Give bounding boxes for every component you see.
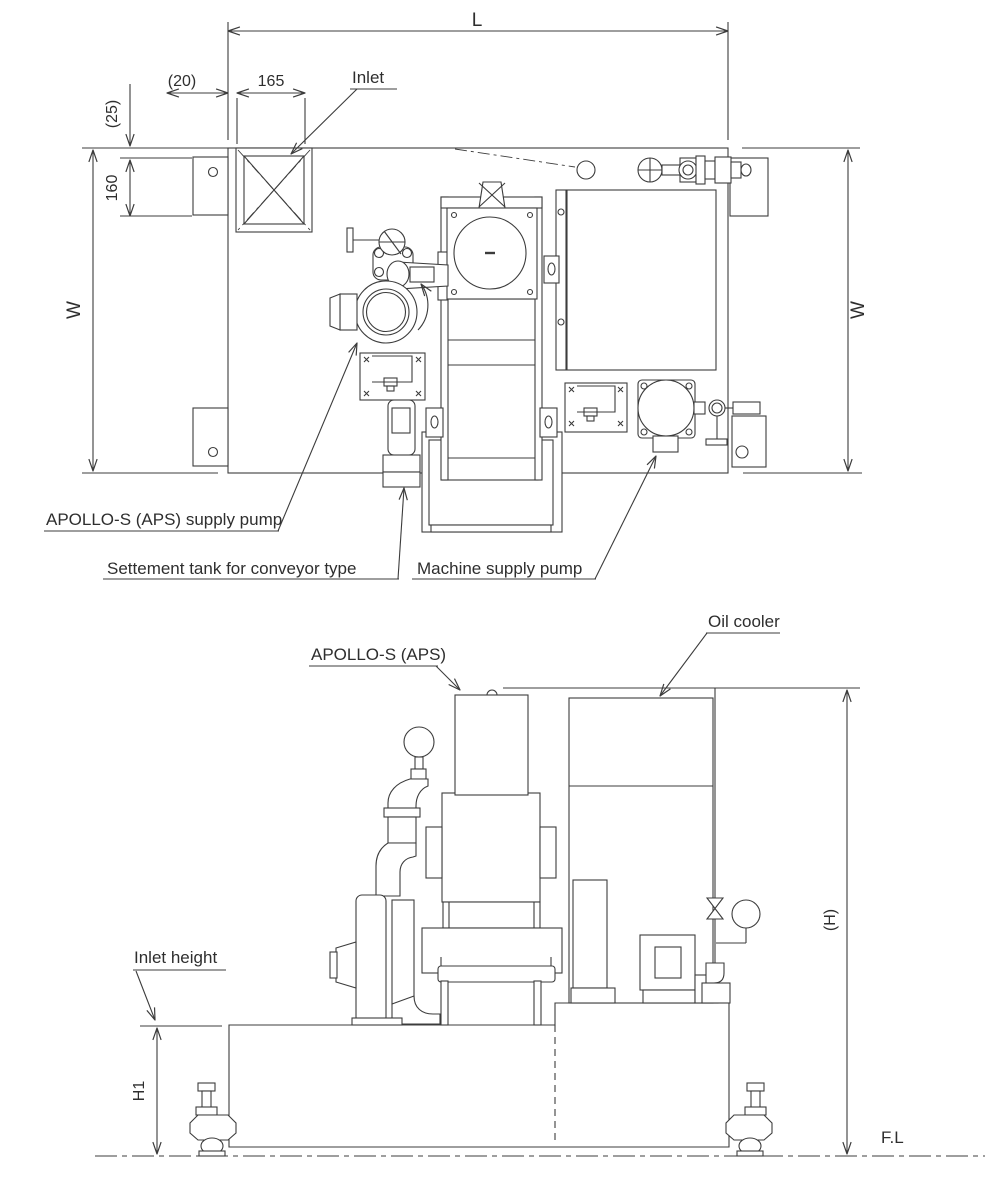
centerline <box>454 148 576 168</box>
label-apollo-front: APOLLO-S (APS) <box>311 645 446 664</box>
pump-mount-plate-left <box>359 352 426 401</box>
label-inlet-height: Inlet height <box>134 948 217 967</box>
dim-165-text: 165 <box>258 73 285 90</box>
conveyor-assembly-top <box>382 181 563 533</box>
dim-25-text: (25) <box>104 100 121 128</box>
label-floor-level: F.L <box>881 1128 904 1147</box>
pump-mount-plate-right <box>564 382 628 433</box>
tank-front <box>228 1002 730 1148</box>
dim-20-165 <box>167 93 306 144</box>
label-apollo-supply-pump: APOLLO-S (APS) supply pump <box>46 510 282 529</box>
leader-settlement-tank <box>103 488 404 580</box>
dim-H-text: (H) <box>822 909 839 931</box>
dim-25-160 <box>120 84 192 217</box>
dim-W-right-text: W <box>848 301 869 319</box>
mounting-bracket-left-top <box>192 156 229 216</box>
drain-valve-assembly-top <box>637 155 752 185</box>
label-settlement-tank: Settement tank for conveyor type <box>107 559 356 578</box>
leader-inlet <box>291 88 397 154</box>
inlet-opening <box>235 147 313 233</box>
dim-20-text: (20) <box>168 73 196 90</box>
mounting-bracket-right-bottom <box>731 415 767 468</box>
top-view-plan <box>44 22 862 580</box>
conveyor-front <box>421 689 563 1026</box>
valve-gauge-front <box>701 688 761 1004</box>
dim-H <box>503 687 860 1154</box>
apollo-pump-front <box>329 726 441 1026</box>
label-oil-cooler: Oil cooler <box>708 612 780 631</box>
leader-inlet-height <box>133 969 226 1020</box>
dim-L-text: L <box>472 10 483 31</box>
dim-H1-text: H1 <box>131 1081 148 1102</box>
dim-W-left <box>82 147 236 474</box>
dim-W-left-text: W <box>64 301 85 319</box>
dim-W-right <box>742 147 862 474</box>
front-view-elevation <box>95 632 985 1157</box>
leader-apollo-pump <box>44 343 357 532</box>
dim-160-text: 160 <box>104 175 121 202</box>
float-hole <box>576 160 596 180</box>
dim-H1 <box>140 1025 222 1154</box>
mounting-bracket-left-bottom <box>192 407 229 467</box>
label-inlet: Inlet <box>352 68 384 87</box>
leader-machine-pump <box>412 456 656 580</box>
dim-L <box>227 22 729 140</box>
oil-cooler-top <box>555 189 717 371</box>
leader-apollo-front <box>309 665 460 690</box>
machine-supply-pump-top <box>637 379 761 453</box>
label-machine-supply-pump: Machine supply pump <box>417 559 582 578</box>
leader-oil-cooler <box>660 632 780 696</box>
apollo-supply-pump-top <box>329 227 449 344</box>
